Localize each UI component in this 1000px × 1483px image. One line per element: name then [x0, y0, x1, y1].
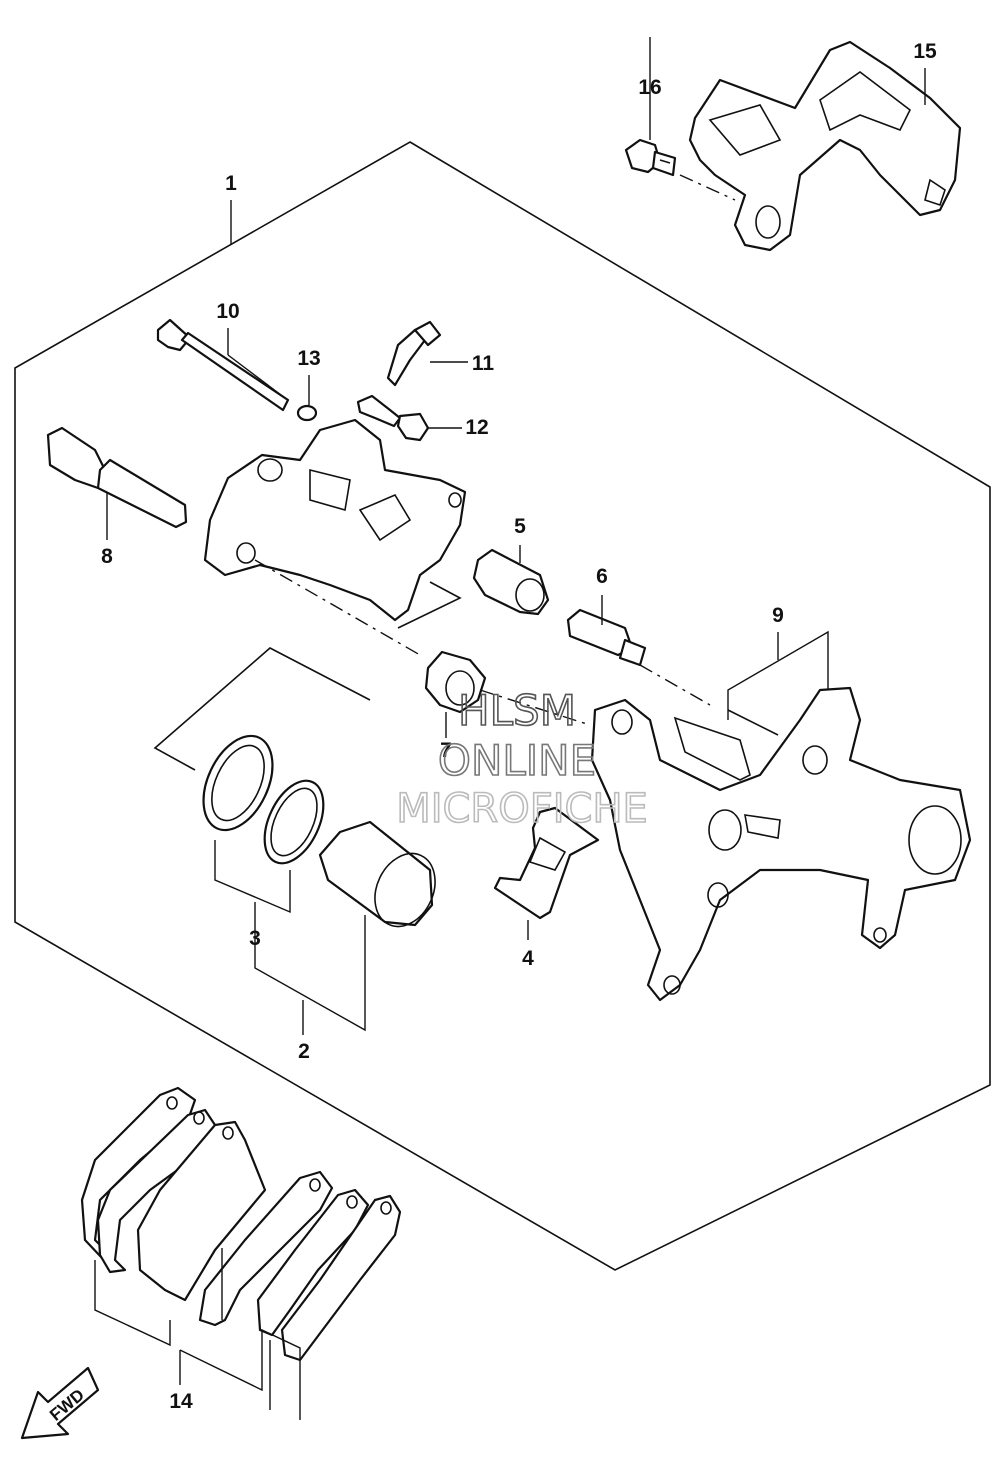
callout-1: 1	[225, 172, 237, 195]
part-3-seals	[202, 734, 325, 865]
part-11-bleeder	[386, 320, 442, 387]
callout-12: 12	[465, 416, 488, 439]
callout-13: 13	[297, 347, 320, 370]
caliper-body	[203, 418, 467, 622]
assembly-1-boundary	[14, 141, 991, 1271]
part-15-bracket	[688, 40, 962, 252]
callout-6: 6	[596, 565, 608, 588]
callout-14: 14	[169, 1390, 193, 1413]
callout-5: 5	[514, 515, 526, 538]
part-8-pin	[46, 426, 188, 529]
callout-7: 7	[440, 739, 452, 762]
callout-labels: 1 2 3 4 5 6 7 8 9 10 11 12 13 14 15 16	[101, 40, 937, 1413]
fwd-direction-arrow: FWD	[20, 1366, 100, 1440]
callout-11: 11	[472, 352, 495, 375]
callout-9: 9	[772, 604, 784, 627]
part-5-bushing	[472, 548, 550, 616]
part-12-cap	[356, 394, 430, 442]
callout-16: 16	[638, 76, 661, 99]
part-9-support	[590, 686, 972, 1002]
bracket-lines	[153, 559, 779, 771]
part-13-oring	[296, 404, 318, 422]
callout-8: 8	[101, 545, 113, 568]
part-16-bolt	[624, 138, 677, 177]
part-7-boot	[424, 650, 487, 714]
watermark-line-2: ONLINE	[438, 736, 596, 785]
callout-2: 2	[298, 1040, 310, 1063]
dash-line-16	[679, 174, 736, 201]
part-10-pin	[156, 318, 290, 412]
leader-lines	[94, 37, 926, 1420]
part-4-spring	[493, 806, 600, 920]
watermark-line-3: MICROFICHE	[396, 786, 648, 832]
watermark: HLSM ONLINE MICROFICHE	[395, 685, 648, 833]
callout-15: 15	[913, 40, 937, 63]
callout-4: 4	[522, 947, 534, 970]
piston	[318, 820, 436, 928]
watermark-line-1: HLSM	[458, 686, 576, 735]
part-14-pads	[80, 1086, 402, 1362]
callout-10: 10	[216, 300, 239, 323]
callout-3: 3	[249, 927, 261, 950]
part-6-pin	[566, 608, 647, 667]
